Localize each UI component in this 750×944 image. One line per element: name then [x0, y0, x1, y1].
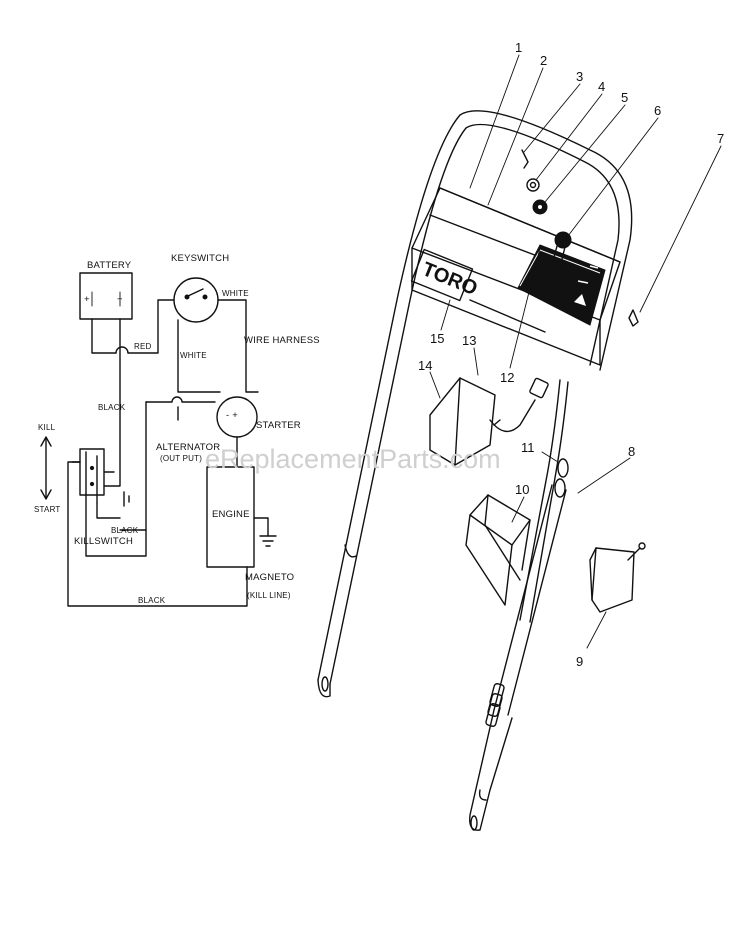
callout-14: 14 [418, 358, 432, 373]
screw-7 [628, 309, 639, 327]
svg-text:- +: - + [226, 410, 238, 421]
callout-12: 12 [500, 370, 514, 385]
keyswitch-symbol [173, 277, 219, 323]
start-label: START [34, 505, 60, 514]
black-wire-label-2: BLACK [111, 526, 139, 535]
callout-6: 6 [654, 103, 661, 118]
starter-label: STARTER [256, 420, 301, 431]
handle-tube-inner [329, 123, 620, 685]
callout-2: 2 [540, 53, 547, 68]
callout-11: 11 [521, 440, 535, 455]
white-wire-label-2: WHITE [180, 351, 207, 360]
handle-assembly: TORO [317, 40, 724, 831]
callout-8: 8 [628, 444, 635, 459]
grommet-stack [485, 683, 505, 727]
handle-tube-outer [317, 110, 633, 681]
callout-13: 13 [462, 333, 476, 348]
callout-4: 4 [598, 79, 605, 94]
relay-box-14 [429, 377, 549, 466]
callout-1: 1 [515, 40, 522, 55]
callouts: 1 2 3 4 5 6 7 8 9 10 11 12 13 1 [418, 40, 724, 669]
alternator-label: ALTERNATOR [156, 442, 220, 453]
bracket-10 [465, 494, 531, 606]
callout-10: 10 [515, 482, 529, 497]
kill-line-label: (KILL LINE) [247, 591, 291, 600]
white-wire-label-1: WHITE [222, 289, 249, 298]
battery-box [79, 272, 133, 320]
black-wire-label-1: BLACK [98, 403, 126, 412]
black-wire-label-3: BLACK [138, 596, 166, 605]
engine-label: ENGINE [212, 509, 250, 520]
magneto-label: MAGNETO [245, 572, 294, 583]
callout-3: 3 [576, 69, 583, 84]
callout-15: 15 [430, 331, 444, 346]
engine-box [206, 466, 255, 568]
wire-harness-label: WIRE HARNESS [244, 335, 320, 346]
alternator-output-label: (OUT PUT) [160, 454, 202, 463]
callout-7: 7 [717, 131, 724, 146]
battery-minus: − [117, 294, 123, 305]
hardware-3-4-5 [521, 149, 548, 215]
brand-plate [410, 248, 474, 302]
brand-plate-text: TORO [419, 258, 480, 300]
wiring-schematic: BATTERY + − KEYSWITCH RED BLACK WHITE WI… [34, 253, 320, 607]
keyswitch-label: KEYSWITCH [171, 253, 229, 264]
box-9 [589, 542, 646, 613]
red-wire-label: RED [134, 342, 152, 351]
killswitch-label: KILLSWITCH [74, 536, 133, 547]
battery-plus: + [84, 294, 90, 305]
callout-5: 5 [621, 90, 628, 105]
killswitch-symbol [79, 448, 105, 496]
watermark: eReplacementParts.com [205, 444, 501, 474]
kill-label: KILL [38, 423, 56, 432]
battery-label: BATTERY [87, 260, 132, 271]
callout-9: 9 [576, 654, 583, 669]
control-lever [547, 231, 572, 284]
